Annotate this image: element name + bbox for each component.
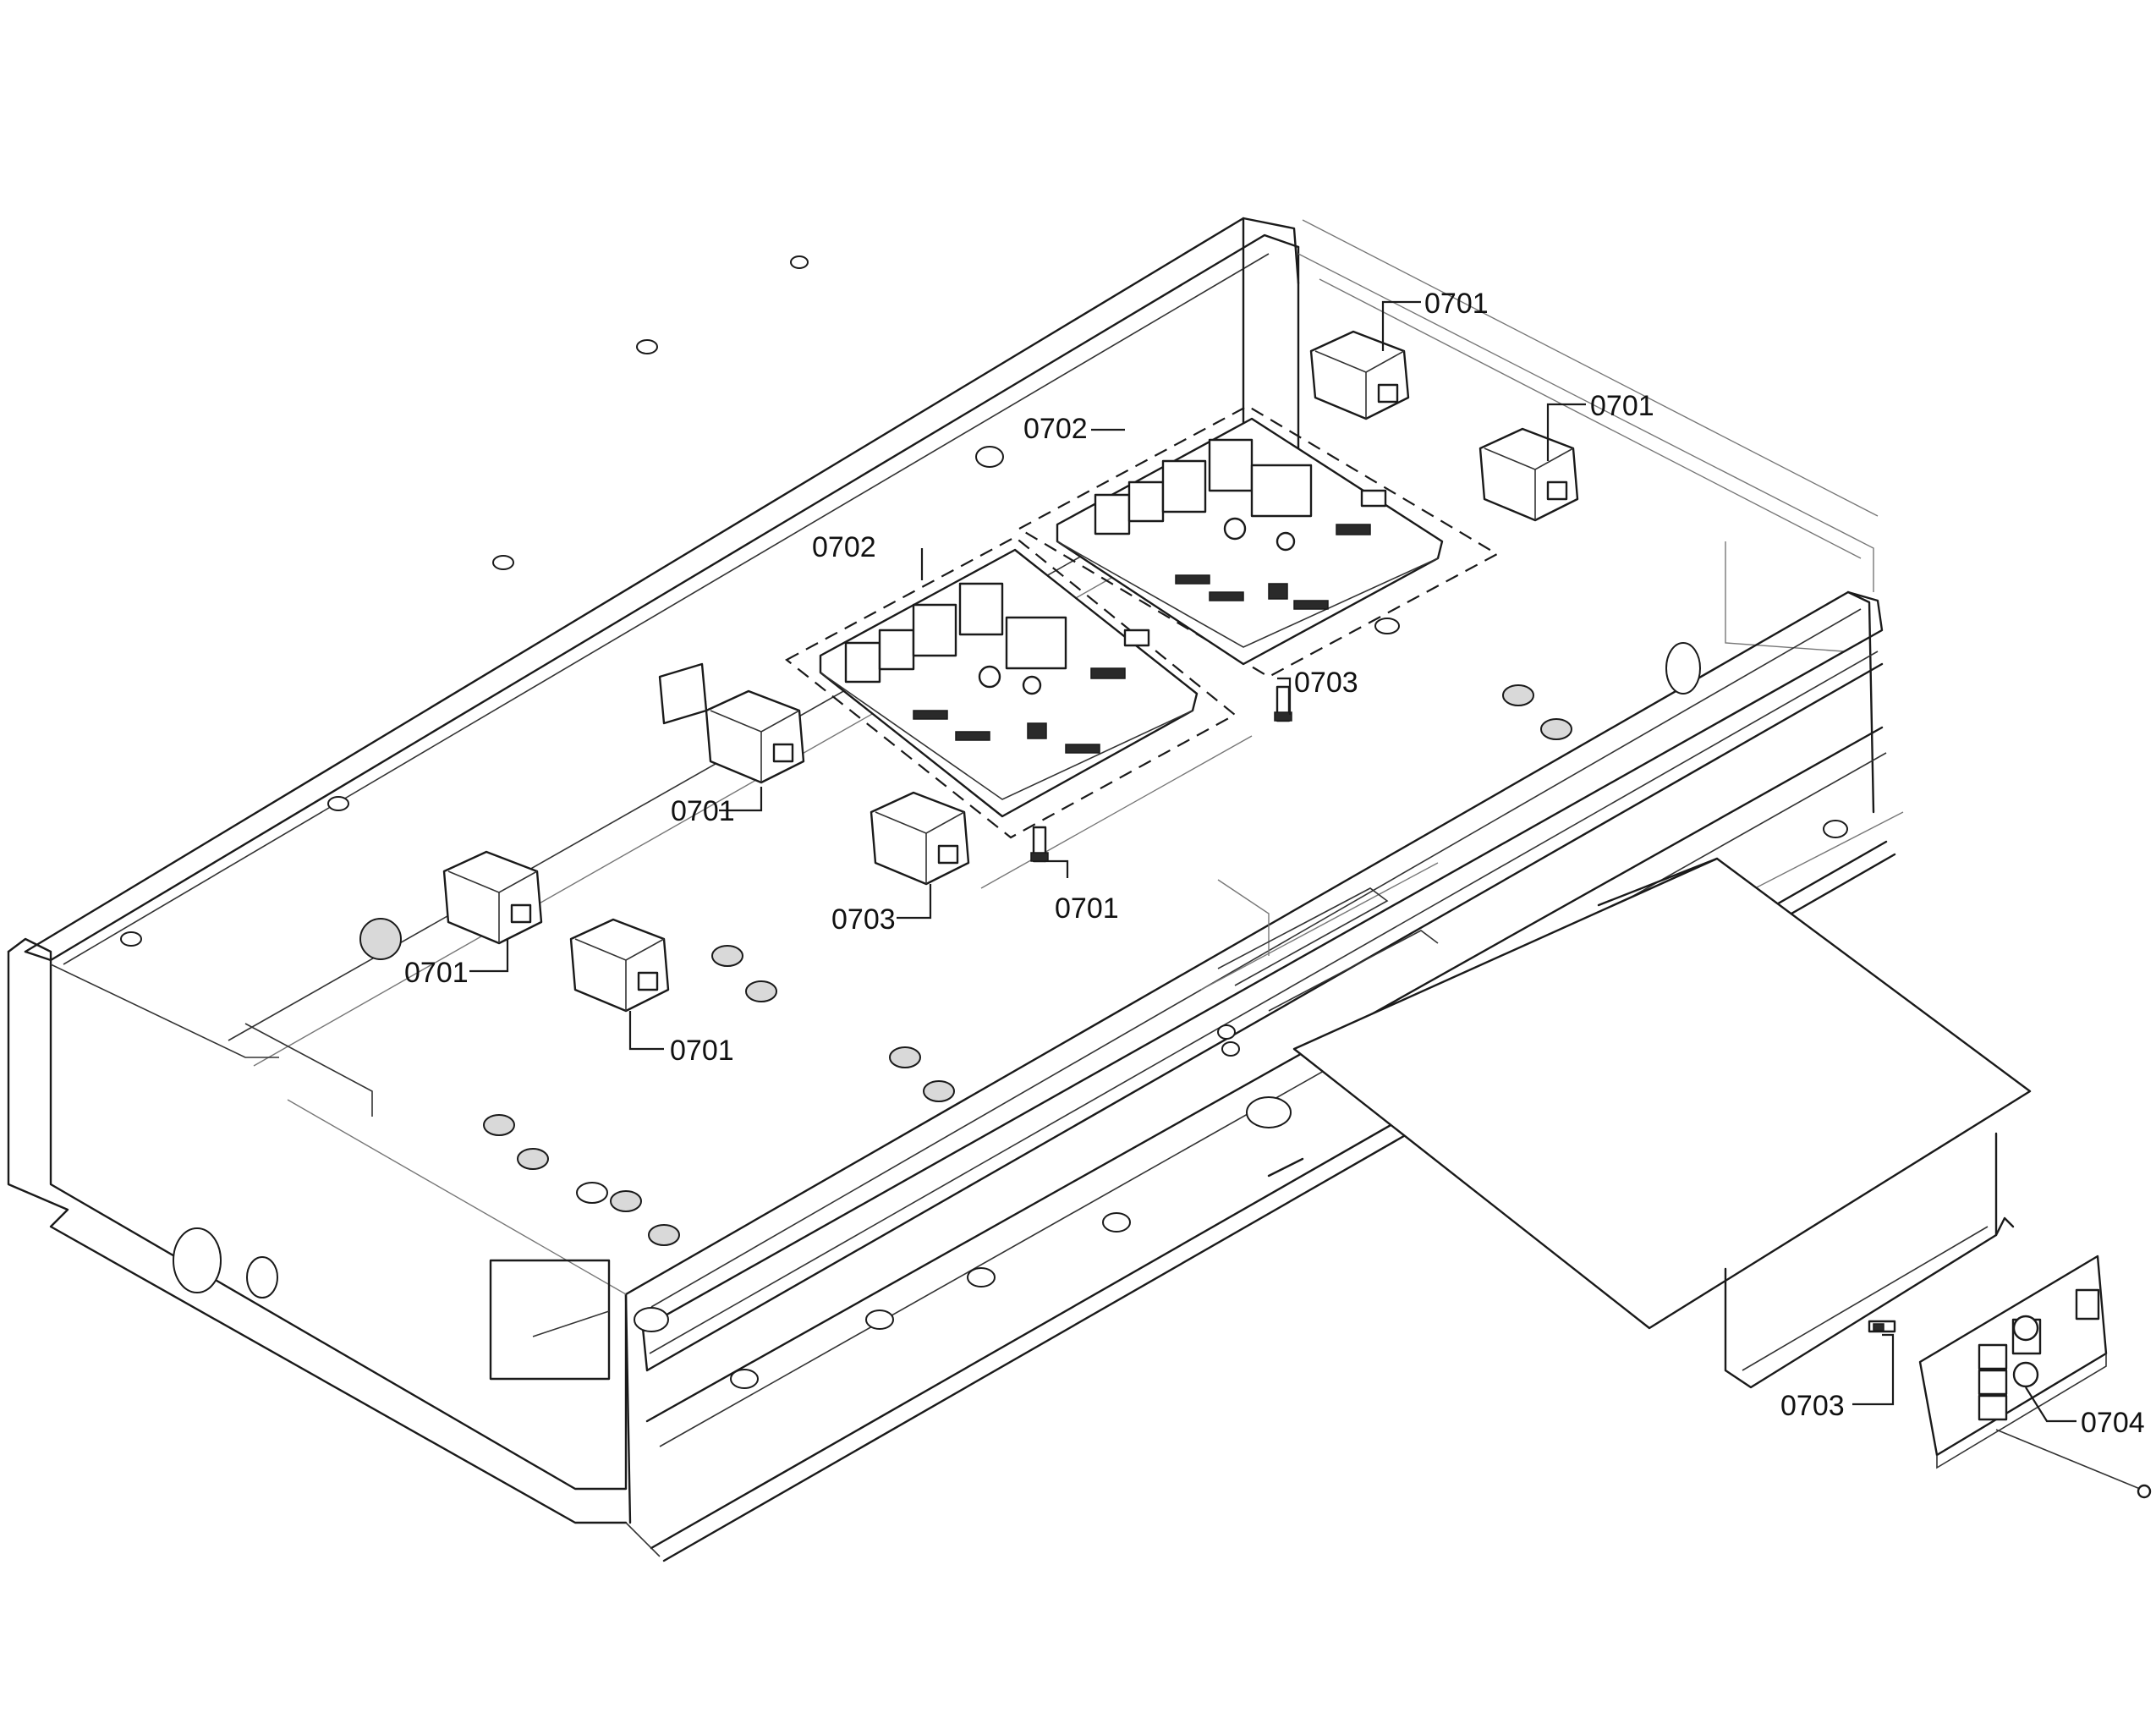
callout-0701: 0701 bbox=[404, 957, 469, 989]
floor-grommets bbox=[359, 684, 1572, 1246]
transformer-part bbox=[1478, 427, 1579, 522]
display-board bbox=[1918, 1255, 2152, 1499]
callout-0702: 0702 bbox=[812, 531, 876, 563]
shield-plate bbox=[1217, 857, 2032, 1389]
callout-0703: 0703 bbox=[1294, 667, 1358, 699]
clip-part bbox=[1030, 826, 1049, 863]
chassis-holes bbox=[120, 255, 1848, 1389]
callout-0701: 0701 bbox=[1424, 288, 1489, 320]
clip-part bbox=[1868, 1320, 1896, 1333]
leader-lines bbox=[469, 300, 2076, 1423]
control-board-lower bbox=[785, 535, 1237, 839]
callout-0701: 0701 bbox=[1590, 390, 1654, 422]
callout-0703: 0701 bbox=[1055, 892, 1119, 925]
transformer-part bbox=[1309, 330, 1410, 420]
transformer-part bbox=[658, 662, 805, 784]
callout-0702: 0702 bbox=[1023, 413, 1088, 445]
callout-0703: 0703 bbox=[1780, 1390, 1845, 1422]
callout-0704: 0704 bbox=[2081, 1407, 2145, 1439]
control-board-upper bbox=[1017, 404, 1500, 678]
transformer-part bbox=[569, 918, 670, 1013]
callout-0701: 0701 bbox=[670, 1035, 734, 1067]
transformer-part bbox=[442, 850, 543, 945]
callout-0701: 0703 bbox=[831, 903, 896, 936]
transformer-part bbox=[870, 791, 970, 886]
callout-0701: 0701 bbox=[671, 795, 735, 827]
callout-labels: 0701 0701 0702 0702 0703 0701 0701 0703 … bbox=[404, 288, 2145, 1439]
